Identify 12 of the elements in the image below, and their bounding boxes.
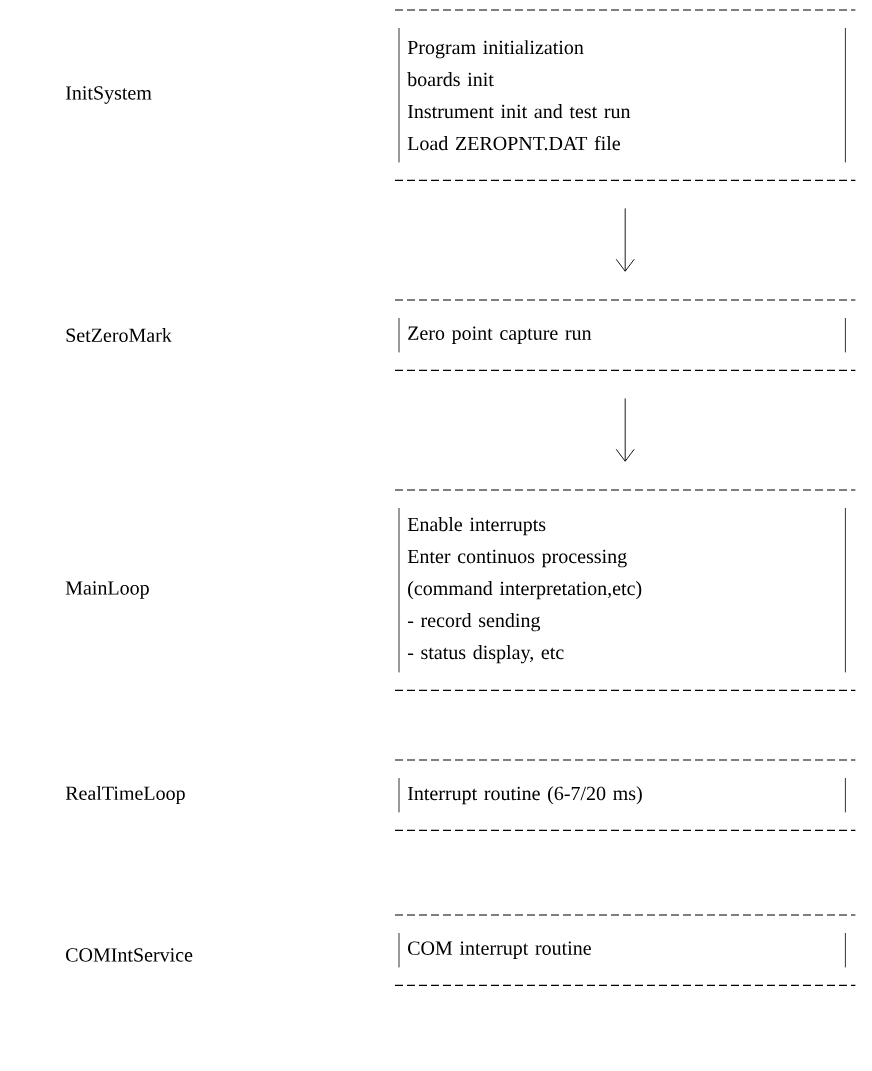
section-label: MainLoop — [65, 581, 149, 599]
arrow — [615, 207, 635, 272]
section-label: InitSystem — [65, 86, 152, 104]
process-box: COM interrupt routine — [394, 914, 856, 986]
section-label: SetZeroMark — [66, 327, 172, 343]
section-label: COMIntService — [66, 948, 193, 962]
process-box: Enable interrupts Enter continuos processing (command interpretation,etc) - record sending - status display, etc — [394, 489, 856, 691]
process-box: Zero point capture run — [394, 299, 856, 371]
arrow — [615, 397, 635, 462]
section-label: RealTimeLoop — [65, 785, 185, 805]
process-box: Program initialization boards init Instrument init and test run Load ZEROPNT.DAT file — [394, 9, 856, 181]
process-box: Interrupt routine (6-7/20 ms) — [394, 759, 856, 831]
